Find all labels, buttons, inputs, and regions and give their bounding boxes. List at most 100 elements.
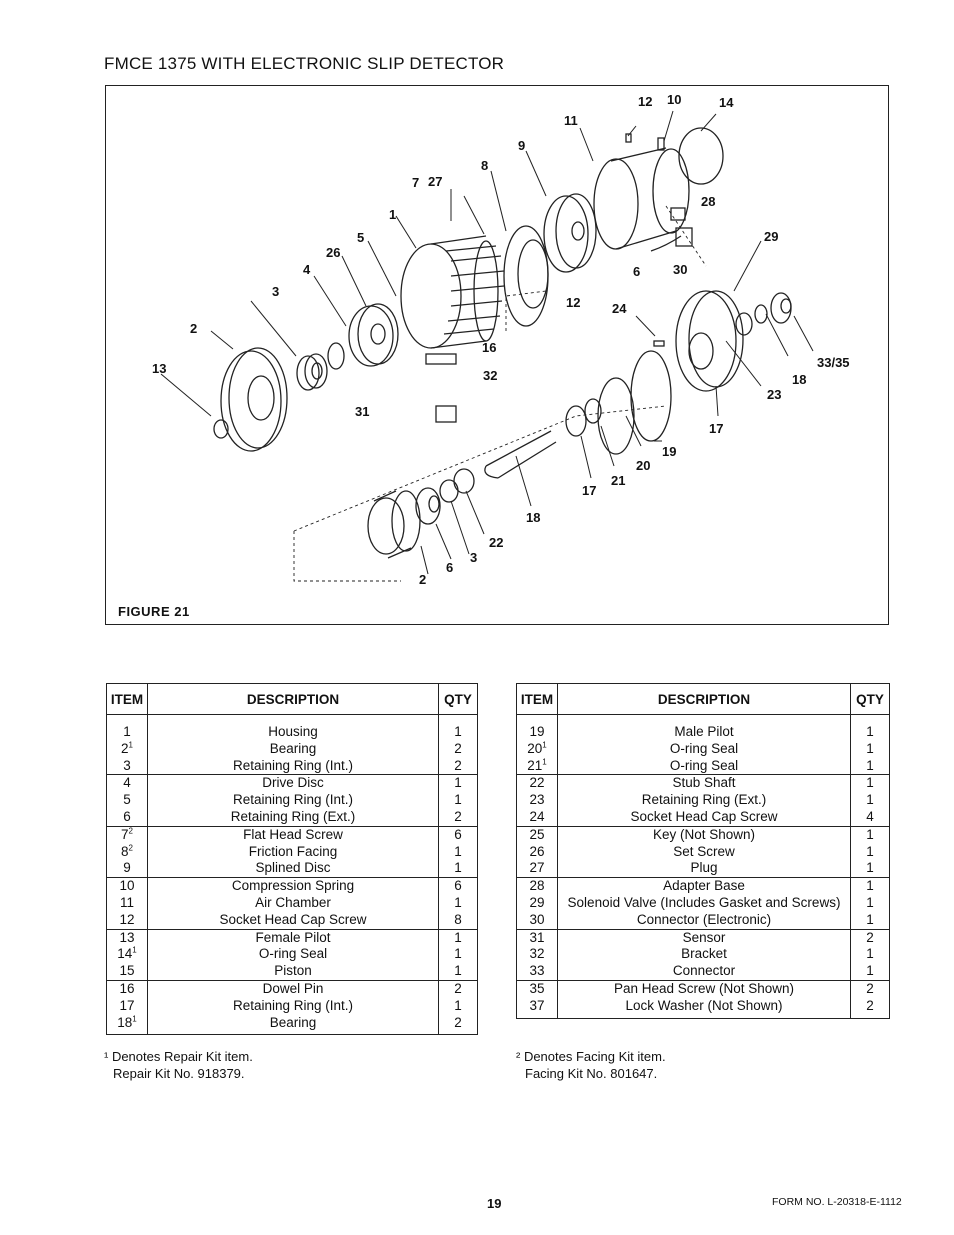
page-title: FMCE 1375 WITH ELECTRONIC SLIP DETECTOR bbox=[104, 54, 505, 73]
item-number: 35 bbox=[516, 979, 558, 998]
facing-kit-note-line2: Facing Kit No. 801647. bbox=[525, 1066, 658, 1081]
callout-label: 2 bbox=[419, 572, 426, 587]
callout-label: 6 bbox=[633, 264, 640, 279]
item-number: 22 bbox=[516, 774, 558, 793]
callout-label: 30 bbox=[673, 262, 687, 277]
item-description: Retaining Ring (Int.) bbox=[147, 997, 439, 1015]
callout-label: 28 bbox=[701, 194, 715, 209]
callout-label: 26 bbox=[326, 245, 340, 260]
item-qty: 1 bbox=[850, 713, 890, 741]
table-header-row: ITEM DESCRIPTION QTY bbox=[516, 683, 890, 715]
callout-label: 14 bbox=[719, 95, 734, 110]
item-qty: 2 bbox=[438, 808, 478, 827]
item-description: Splined Disc bbox=[147, 860, 439, 878]
item-description: Retaining Ring (Ext.) bbox=[557, 792, 851, 809]
item-number: 9 bbox=[106, 860, 148, 878]
item-number: 1 bbox=[106, 713, 148, 741]
facing-kit-note: ² Denotes Facing Kit item. Facing Kit No… bbox=[516, 1048, 666, 1082]
item-description: Key (Not Shown) bbox=[557, 825, 851, 844]
item-qty: 1 bbox=[438, 713, 478, 741]
callout-label: 3 bbox=[272, 284, 279, 299]
item-description: Connector (Electronic) bbox=[557, 911, 851, 930]
item-description: Dowel Pin bbox=[147, 979, 439, 998]
callout-label: 21 bbox=[611, 473, 625, 488]
callout-label: 17 bbox=[582, 483, 596, 498]
callout-label: 18 bbox=[792, 372, 806, 387]
item-qty: 1 bbox=[438, 946, 478, 964]
item-description: Compression Spring bbox=[147, 877, 439, 895]
callout-label: 23 bbox=[767, 387, 781, 402]
item-qty: 1 bbox=[438, 792, 478, 809]
figure-caption: FIGURE 21 bbox=[118, 604, 190, 619]
item-qty: 6 bbox=[438, 825, 478, 844]
item-number: 3 bbox=[106, 757, 148, 775]
item-number: 72 bbox=[106, 825, 148, 844]
item-qty: 1 bbox=[850, 894, 890, 912]
callout-label: 13 bbox=[152, 361, 166, 376]
kit-footnote-marker: 2 bbox=[128, 843, 133, 853]
item-number: 4 bbox=[106, 774, 148, 793]
item-description: Male Pilot bbox=[557, 713, 851, 741]
item-description: Piston bbox=[147, 963, 439, 981]
item-number: 17 bbox=[106, 997, 148, 1015]
callout-label: 3 bbox=[470, 550, 477, 565]
item-number: 29 bbox=[516, 894, 558, 912]
facing-kit-note-line1: ² Denotes Facing Kit item. bbox=[516, 1049, 666, 1064]
item-description: Housing bbox=[147, 713, 439, 741]
item-qty: 1 bbox=[438, 963, 478, 981]
item-qty: 2 bbox=[438, 1014, 478, 1036]
repair-kit-note-line2: Repair Kit No. 918379. bbox=[113, 1066, 245, 1081]
item-description: Air Chamber bbox=[147, 894, 439, 912]
callout-label: 1 bbox=[389, 207, 396, 222]
item-description: Bracket bbox=[557, 946, 851, 964]
item-qty: 1 bbox=[850, 860, 890, 878]
item-description: Bearing bbox=[147, 1014, 439, 1036]
item-number: 19 bbox=[516, 713, 558, 741]
item-qty: 8 bbox=[438, 911, 478, 930]
form-number: FORM NO. L-20318-E-1112 bbox=[772, 1196, 902, 1208]
page-number: 19 bbox=[487, 1196, 502, 1211]
item-qty: 2 bbox=[850, 997, 890, 1019]
item-number: 21 bbox=[106, 740, 148, 758]
callout-label: 2 bbox=[190, 321, 197, 336]
item-qty: 6 bbox=[438, 877, 478, 895]
callout-label: 6 bbox=[446, 560, 453, 575]
item-description: Drive Disc bbox=[147, 774, 439, 793]
item-number: 10 bbox=[106, 877, 148, 895]
item-description: Retaining Ring (Int.) bbox=[147, 757, 439, 775]
item-description: Sensor bbox=[557, 928, 851, 947]
item-description: Stub Shaft bbox=[557, 774, 851, 793]
kit-footnote-marker: 1 bbox=[542, 740, 547, 750]
item-qty: 1 bbox=[438, 894, 478, 912]
item-number: 23 bbox=[516, 792, 558, 809]
callout-label: 17 bbox=[709, 421, 723, 436]
item-description: Lock Washer (Not Shown) bbox=[557, 997, 851, 1019]
callout-label: 9 bbox=[518, 138, 525, 153]
item-number: 28 bbox=[516, 877, 558, 895]
callout-label: 24 bbox=[612, 301, 627, 316]
item-qty: 1 bbox=[850, 843, 890, 861]
callout-label: 32 bbox=[483, 368, 497, 383]
kit-footnote-marker: 1 bbox=[132, 1014, 137, 1024]
item-number: 24 bbox=[516, 808, 558, 827]
